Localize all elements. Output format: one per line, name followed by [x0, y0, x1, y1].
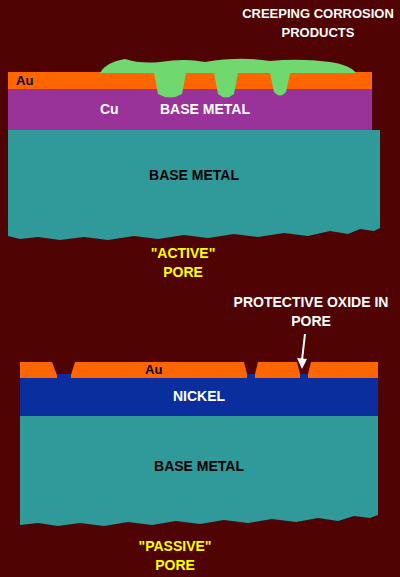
- layer-label: Au: [145, 362, 162, 378]
- copper-layer: Cu BASE METAL: [8, 89, 372, 130]
- base-metal-layer-outline: [20, 416, 378, 526]
- callout-label: CREEPING CORROSION PRODUCTS: [238, 4, 398, 42]
- callout-label: PROTECTIVE OXIDE IN PORE: [225, 293, 397, 331]
- layer-label: BASE METAL: [160, 101, 250, 118]
- base-metal-layer: BASE METAL: [20, 416, 378, 528]
- gold-layer-shape: [20, 362, 378, 378]
- protective-oxide: [57, 374, 71, 379]
- nickel-layer: NICKEL: [20, 378, 378, 416]
- gold-layer: Au: [20, 362, 378, 378]
- layer-label: BASE METAL: [20, 458, 378, 475]
- layer-label: NICKEL: [20, 388, 378, 405]
- protective-oxide: [300, 374, 308, 379]
- layer-label: Cu: [100, 101, 119, 118]
- layer-label: Au: [16, 72, 33, 89]
- base-metal-layer: BASE METAL: [8, 130, 380, 242]
- gold-layer: Au: [8, 72, 372, 89]
- caption-label: "ACTIVE" PORE: [138, 244, 228, 282]
- creeping-corrosion: [100, 59, 356, 98]
- leader-arrowhead: [297, 358, 307, 369]
- base-metal-layer-shape: [8, 130, 380, 242]
- protective-oxide: [247, 374, 255, 379]
- leader-line: [302, 334, 305, 360]
- caption-label: "PASSIVE" PORE: [127, 537, 223, 575]
- gold-layer-outline: [20, 362, 378, 378]
- base-metal-layer-outline: [8, 130, 380, 240]
- layer-label: BASE METAL: [8, 167, 380, 184]
